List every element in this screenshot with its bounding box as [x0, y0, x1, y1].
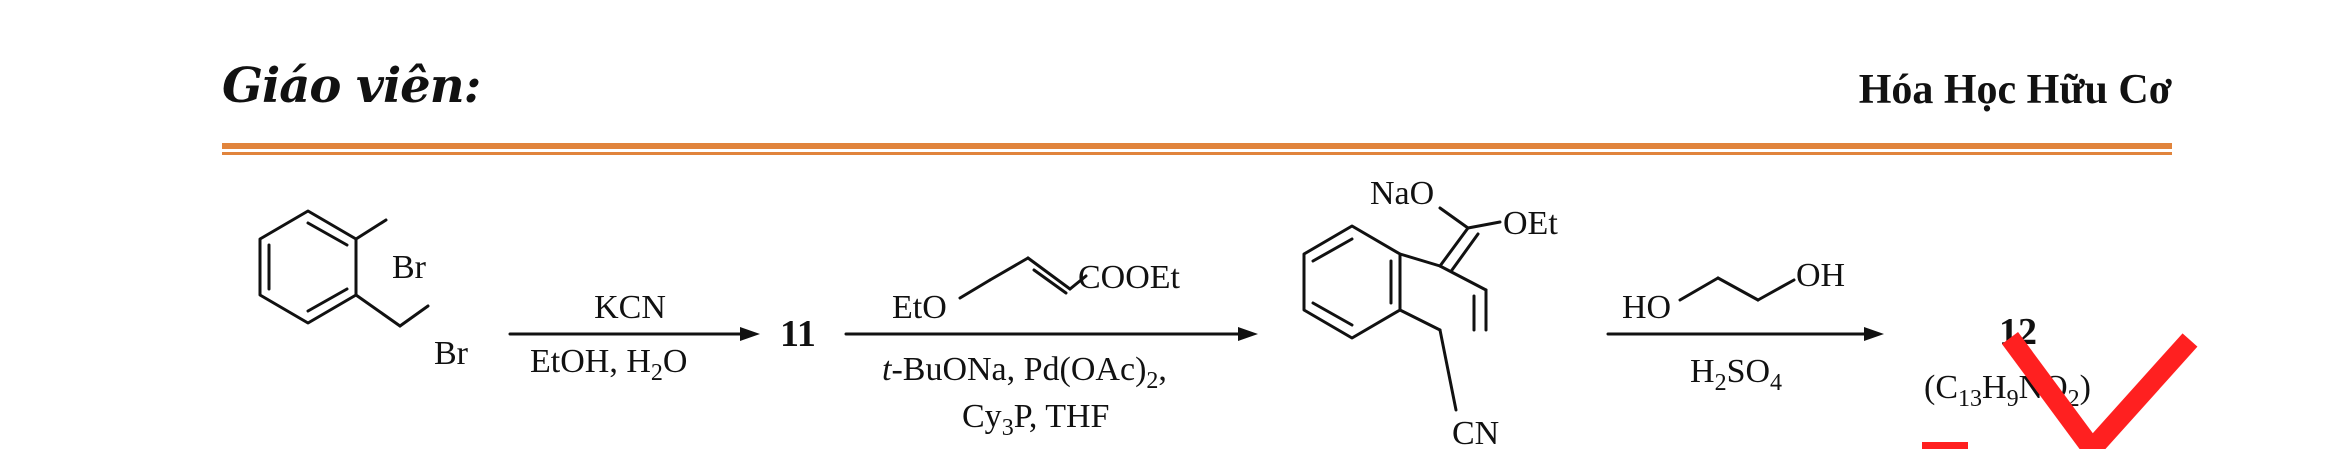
step1-reagent-bottom: EtOH, H2O	[530, 343, 687, 386]
step3-reagent-oh: OH	[1796, 257, 1845, 294]
subject-title: Hóa Học Hữu Cơ	[1858, 67, 2172, 113]
step2-reagent-line1: t-BuONa, Pd(OAc)2,	[882, 351, 1167, 394]
compound-11: 11	[780, 313, 816, 355]
oet-label: OEt	[1503, 205, 1558, 242]
step2-reagent-cooet: COOEt	[1078, 259, 1181, 296]
start-molecule: Br Br	[258, 209, 469, 372]
intermediate-molecule: NaO OEt CN	[1302, 175, 1558, 449]
step1-reagent-top: KCN	[594, 289, 666, 326]
red-check-mark	[1922, 332, 2198, 449]
teacher-label: Giáo viên:	[222, 58, 481, 114]
arrow-step1: KCN EtOH, H2O	[508, 289, 760, 386]
step3-reagent-bottom: H2SO4	[1690, 353, 1782, 396]
nao-label: NaO	[1370, 175, 1434, 212]
cn-label: CN	[1452, 415, 1499, 449]
arrow-step3: HO OH H2SO4	[1606, 257, 1884, 396]
arrow-step2: EtO COOEt t-BuONa, Pd(OAc)2, Cy3P, THF	[844, 256, 1258, 441]
step2-reagent-eto: EtO	[892, 289, 947, 326]
step3-reagent-ho: HO	[1622, 289, 1671, 326]
step2-reagent-line2: Cy3P, THF	[962, 398, 1109, 441]
header-rule-thick	[222, 143, 2172, 149]
br-ring-label: Br	[392, 249, 427, 286]
header-rule-thin	[222, 152, 2172, 155]
br-chain-label: Br	[434, 335, 469, 372]
